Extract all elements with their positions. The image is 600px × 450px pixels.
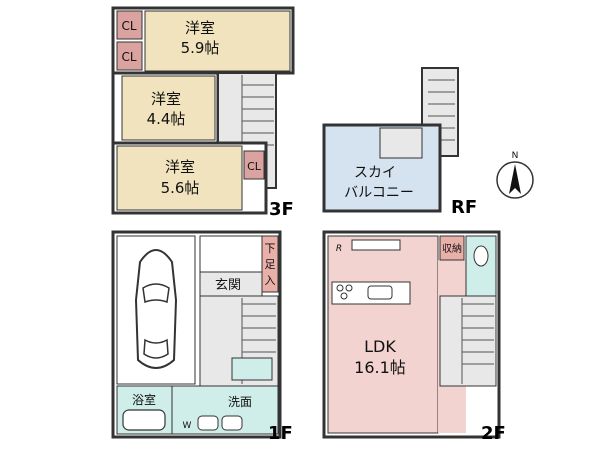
genkan-label: 玄関 [215, 278, 241, 293]
stairs-3f [241, 75, 274, 150]
floor-2f-label: 2F [481, 423, 506, 444]
closet-3-label: CL [247, 160, 262, 173]
floor-rf: スカイ バルコニー RF [322, 67, 477, 218]
floor-2f: 収納 R LDK 16.1帖 2F [322, 230, 506, 444]
toilet-icon [473, 245, 489, 267]
room3-size: 5.6帖 [161, 179, 200, 197]
bathtub-icon [122, 409, 166, 431]
compass-north: N [512, 151, 519, 161]
closet-3 [243, 150, 265, 180]
genkan [199, 271, 263, 297]
closet-1-label: CL [121, 19, 136, 33]
stairs-rf [428, 79, 455, 141]
floor-3f-label: 3F [269, 199, 294, 220]
room1-name: 洋室 [185, 19, 215, 37]
sink-icon [197, 415, 219, 431]
room1-size: 5.9帖 [181, 39, 220, 57]
ldk-label: LDK [364, 337, 396, 356]
floor-1f-label: 1F [268, 423, 293, 444]
ldk-size: 16.1帖 [354, 358, 406, 377]
stove-burner-2-icon [345, 284, 353, 292]
closet-2 [116, 41, 143, 71]
floor-rf-label: RF [451, 197, 477, 218]
car-icon [134, 249, 178, 369]
room3-name: 洋室 [165, 158, 195, 176]
ldk [327, 235, 439, 434]
shoebox-label-1: 下 [265, 242, 276, 255]
stair-rf-lower [379, 127, 423, 159]
bedroom-5-9 [144, 10, 291, 72]
stove-burner-3-icon [340, 292, 348, 300]
shoebox [261, 235, 279, 293]
stairs-1f [241, 298, 276, 384]
closet-1 [116, 10, 143, 40]
shoebox-label-2: 足 [265, 258, 276, 271]
stove-burner-1-icon [336, 284, 344, 292]
bedroom-5-6 [116, 145, 243, 211]
cupboard [351, 239, 401, 251]
floor-3f: CL CL CL 洋室 5.9帖 洋室 4.4帖 洋室 5.6帖 3F [111, 6, 295, 220]
room2-size: 4.4帖 [147, 110, 186, 128]
north-arrow-icon [509, 164, 521, 194]
closet-2-label: CL [121, 50, 136, 64]
washer-mark: W [183, 421, 192, 431]
sky-balcony-line1: スカイ [354, 165, 396, 181]
sky-balcony-line2: バルコニー [344, 185, 414, 201]
kitchen-sink-icon [367, 285, 393, 300]
storage-2f [439, 235, 465, 261]
bedroom-4-4 [121, 75, 216, 141]
toilet-1f [231, 357, 273, 381]
fridge-mark: R [336, 244, 342, 254]
stair-2f [439, 295, 497, 387]
storage-label: 収納 [442, 242, 462, 255]
stairs-2f [461, 298, 494, 384]
basin-icon [221, 415, 243, 431]
wash-label: 洗面 [228, 395, 252, 409]
shoebox-label-3: 入 [265, 274, 276, 287]
room2-name: 洋室 [151, 90, 181, 108]
compass: N [496, 151, 534, 199]
floor-1f: 玄関 下 足 入 浴室 洗面 W 1F [111, 230, 293, 444]
bath-label: 浴室 [132, 392, 156, 407]
